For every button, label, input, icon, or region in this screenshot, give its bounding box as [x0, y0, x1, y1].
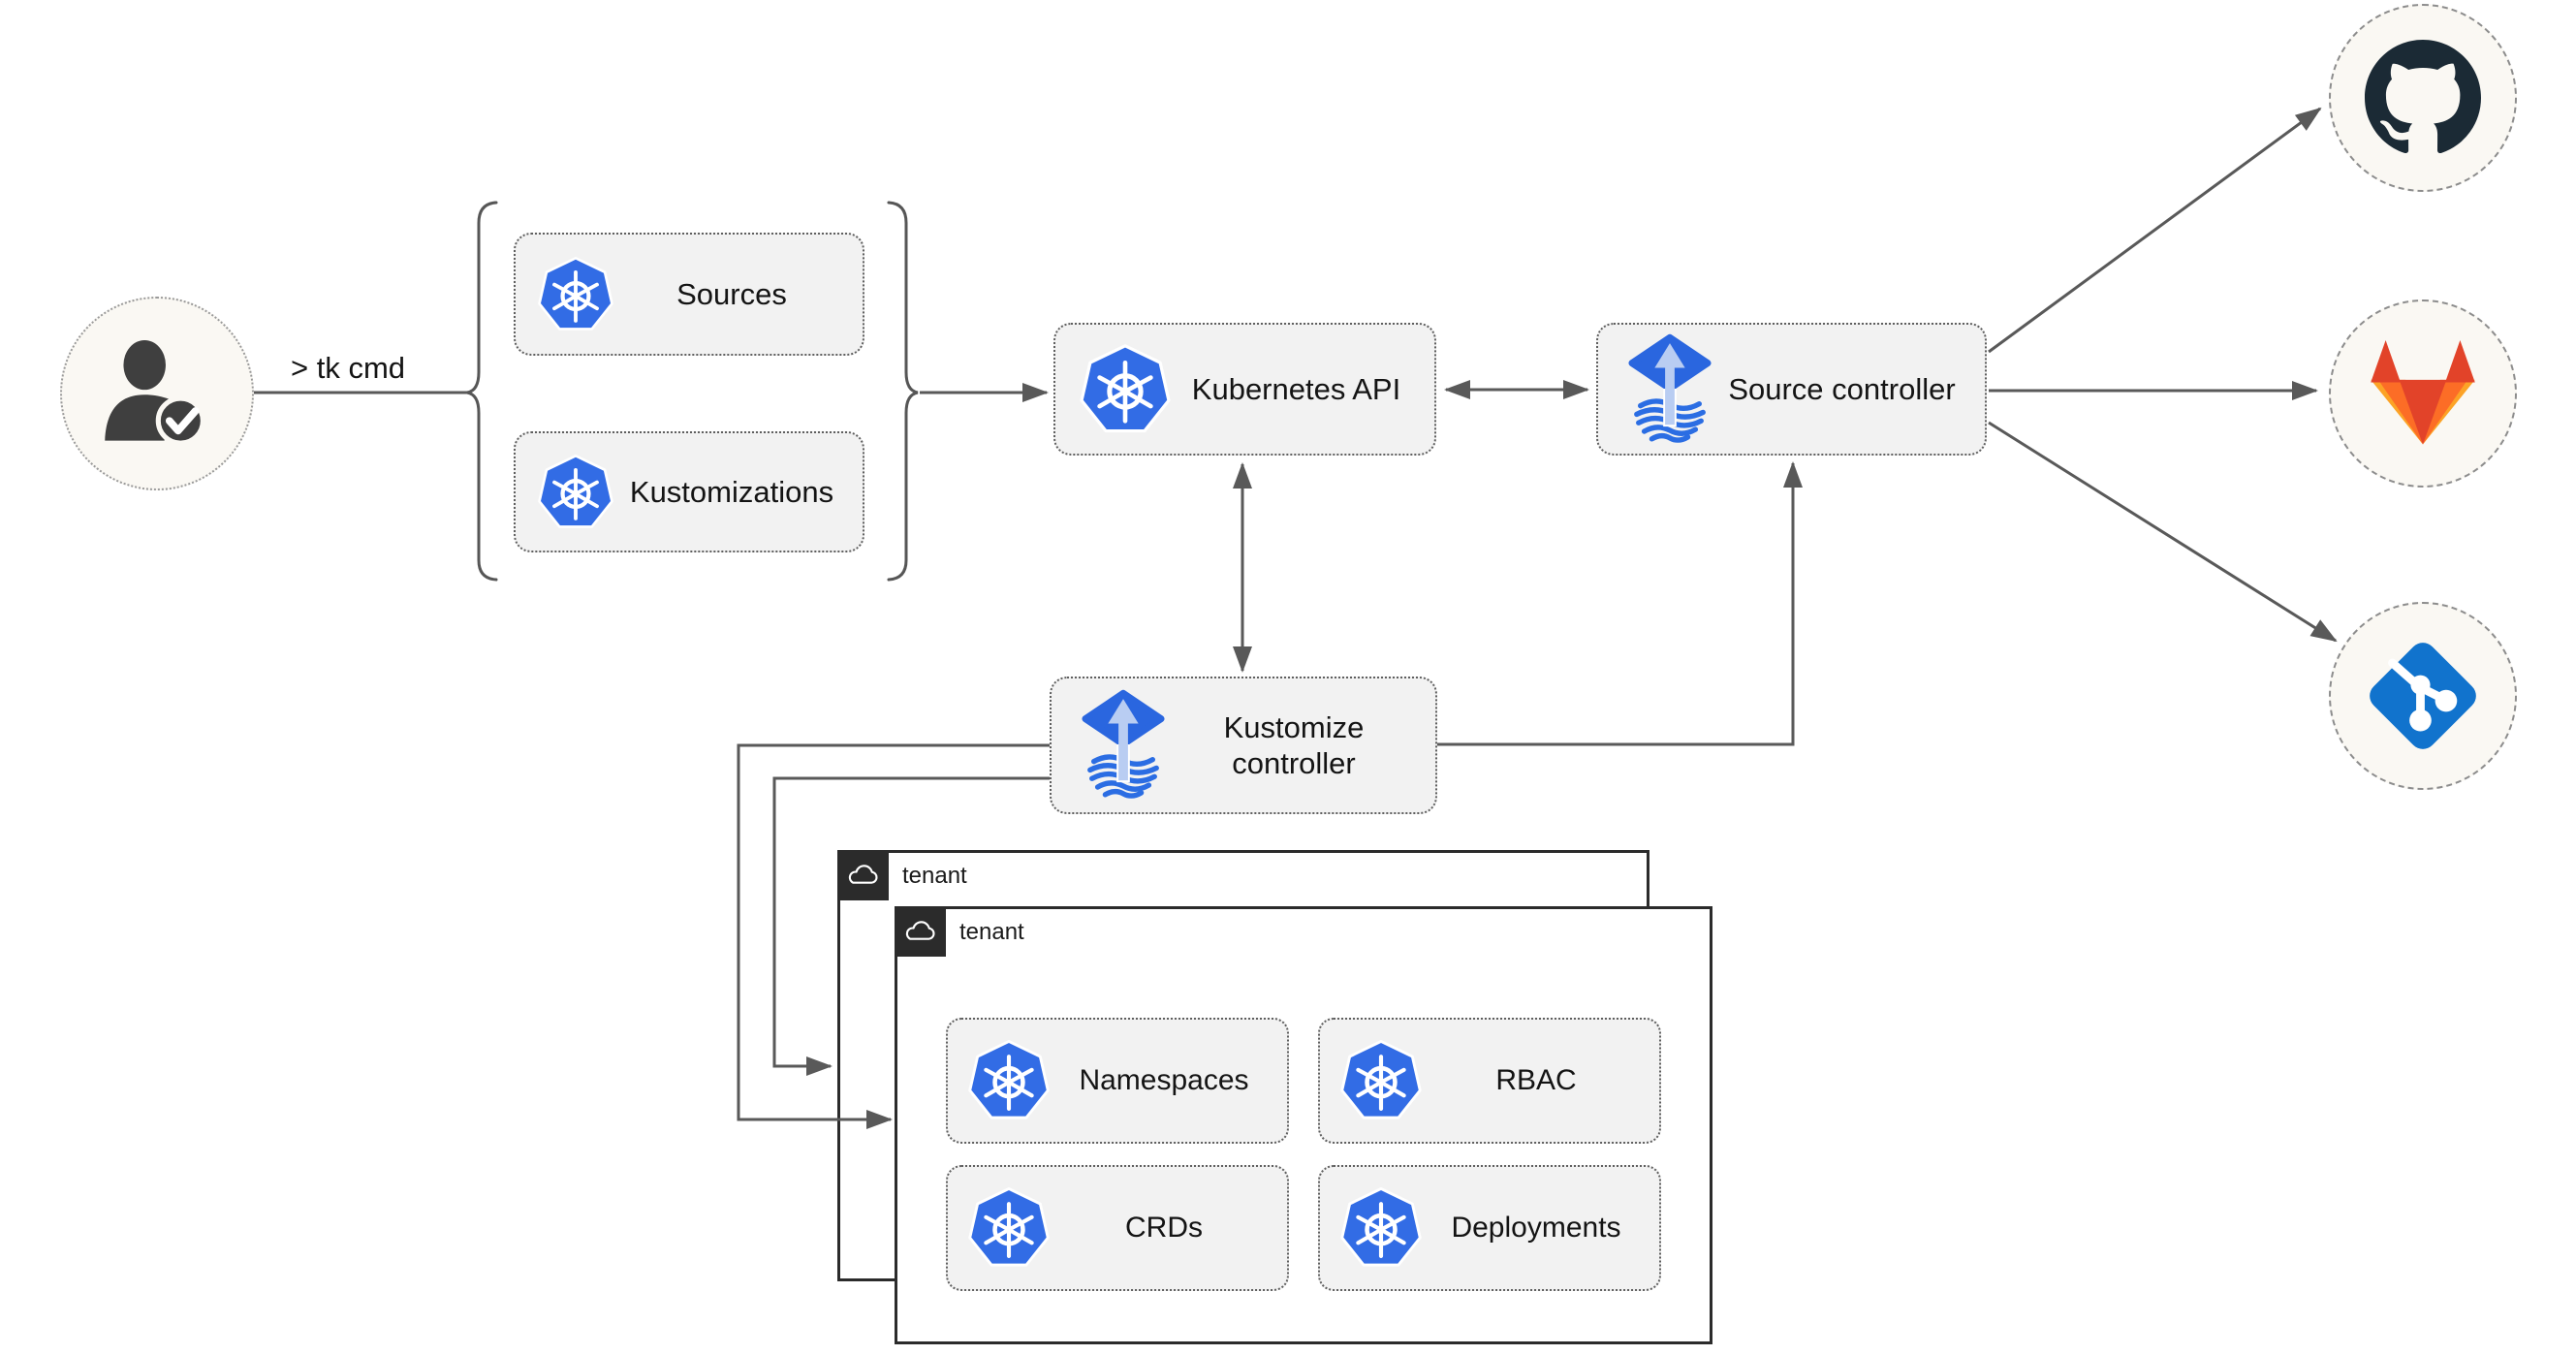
tenant-label: tenant [902, 863, 967, 889]
github-icon [2365, 40, 2481, 156]
kustomizations-label: Kustomizations [629, 474, 834, 509]
namespaces-label: Namespaces [1079, 1064, 1249, 1096]
crds-label: CRDs [1125, 1212, 1203, 1244]
user-avatar [60, 297, 254, 490]
left-brace [466, 201, 498, 582]
flux-icon [1081, 689, 1166, 802]
kubernetes-icon [967, 1186, 1051, 1270]
flux-icon [1627, 333, 1712, 446]
edge-source-github [1988, 107, 2322, 354]
rbac-node: RBAC [1318, 1018, 1661, 1144]
tenant-tab [836, 849, 889, 900]
kustomize-controller-node: Kustomize controller [1050, 677, 1437, 814]
person-check-icon [95, 331, 219, 456]
cli-command-label: > tk cmd [291, 351, 406, 385]
source-controller-node: Source controller [1596, 323, 1987, 456]
kubernetes-api-node: Kubernetes API [1053, 323, 1436, 456]
crds-node: CRDs [946, 1165, 1289, 1291]
gitlab-icon [2361, 337, 2485, 450]
kubernetes-icon [1079, 343, 1172, 436]
cloud-icon [902, 918, 937, 944]
source-controller-label: Source controller [1728, 371, 1956, 406]
kubernetes-icon [967, 1039, 1051, 1122]
git-icon [2362, 635, 2484, 757]
gitlab-provider [2329, 299, 2517, 488]
edge-source-git [1988, 421, 2338, 643]
kubernetes-icon [1339, 1186, 1423, 1270]
kubernetes-api-label: Kubernetes API [1191, 371, 1401, 406]
github-provider [2329, 4, 2517, 192]
tenant-tab [894, 905, 946, 957]
sources-node: Sources [514, 233, 864, 356]
rbac-label: RBAC [1495, 1064, 1577, 1096]
kustomizations-node: Kustomizations [514, 431, 864, 552]
right-brace [887, 201, 919, 582]
namespaces-node: Namespaces [946, 1018, 1289, 1144]
deployments-node: Deployments [1318, 1165, 1661, 1291]
edge-kustomize-source [1437, 461, 1803, 746]
kustomize-controller-label: Kustomize controller [1223, 709, 1365, 780]
kubernetes-icon [1339, 1039, 1423, 1122]
sources-label: Sources [676, 276, 787, 311]
tenant-label: tenant [959, 919, 1024, 945]
kubernetes-icon [537, 454, 614, 531]
tenant-window-front: tenant Namespaces RBAC CRDs Deployments [894, 905, 1712, 1344]
deployments-label: Deployments [1451, 1212, 1621, 1244]
cloud-icon [845, 862, 880, 888]
kubernetes-icon [537, 256, 614, 333]
git-provider [2329, 602, 2517, 790]
